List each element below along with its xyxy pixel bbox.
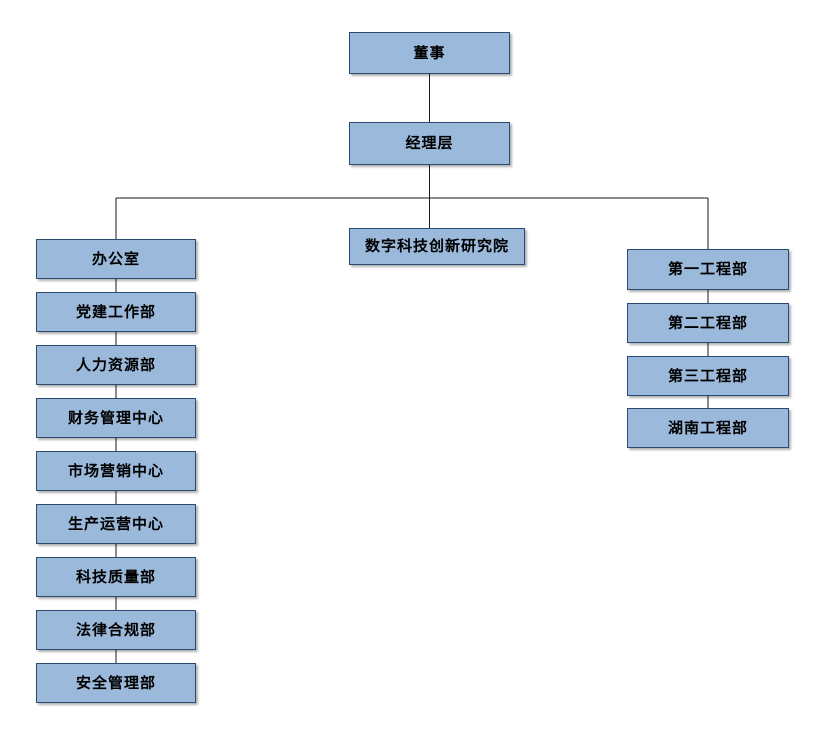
node-engineering-dept-3-label: 第三工程部: [667, 366, 748, 385]
node-party-affairs[interactable]: 党建工作部: [36, 292, 196, 332]
node-marketing-center-label: 市场营销中心: [67, 461, 164, 480]
node-board-label: 董事: [413, 43, 446, 62]
node-engineering-dept-1[interactable]: 第一工程部: [627, 249, 789, 290]
node-digital-research-institute[interactable]: 数字科技创新研究院: [349, 228, 525, 265]
node-tech-quality-label: 科技质量部: [75, 567, 156, 586]
node-safety-management[interactable]: 安全管理部: [36, 663, 196, 703]
node-digital-research-institute-label: 数字科技创新研究院: [364, 237, 509, 255]
node-engineering-dept-hunan[interactable]: 湖南工程部: [627, 408, 789, 448]
node-legal-compliance[interactable]: 法律合规部: [36, 610, 196, 650]
node-operations-center[interactable]: 生产运营中心: [36, 504, 196, 544]
node-human-resources[interactable]: 人力资源部: [36, 345, 196, 385]
node-management-label: 经理层: [405, 134, 454, 152]
node-finance-center[interactable]: 财务管理中心: [36, 398, 196, 438]
node-tech-quality[interactable]: 科技质量部: [36, 557, 196, 597]
node-engineering-dept-2[interactable]: 第二工程部: [627, 303, 789, 343]
node-office[interactable]: 办公室: [36, 239, 196, 279]
node-office-label: 办公室: [91, 249, 140, 268]
node-engineering-dept-3[interactable]: 第三工程部: [627, 356, 789, 396]
node-human-resources-label: 人力资源部: [75, 355, 156, 374]
node-board[interactable]: 董事: [349, 32, 510, 74]
node-legal-compliance-label: 法律合规部: [75, 620, 156, 639]
node-marketing-center[interactable]: 市场营销中心: [36, 451, 196, 491]
node-engineering-dept-1-label: 第一工程部: [667, 260, 748, 278]
node-management[interactable]: 经理层: [349, 122, 510, 165]
node-safety-management-label: 安全管理部: [75, 673, 156, 692]
node-party-affairs-label: 党建工作部: [75, 302, 156, 321]
node-finance-center-label: 财务管理中心: [67, 408, 164, 427]
node-engineering-dept-2-label: 第二工程部: [667, 313, 748, 332]
node-operations-center-label: 生产运营中心: [67, 514, 164, 533]
node-engineering-dept-hunan-label: 湖南工程部: [667, 418, 748, 437]
